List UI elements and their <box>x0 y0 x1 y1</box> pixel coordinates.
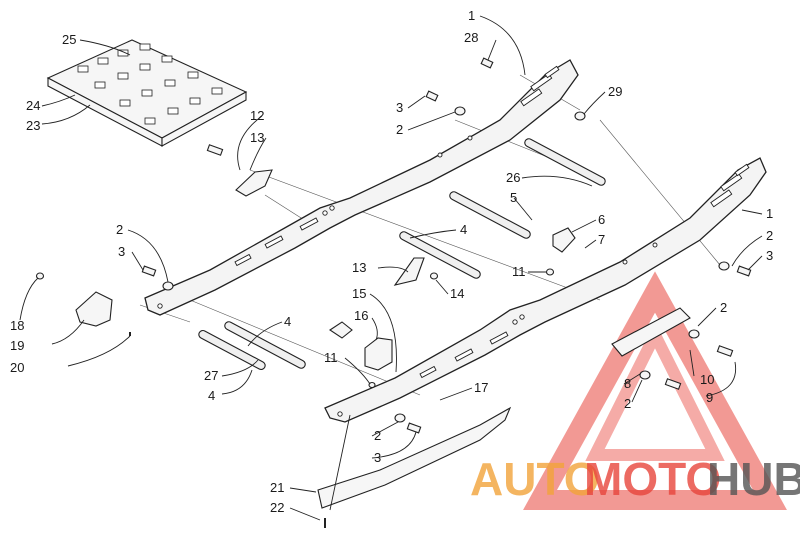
callout-11: 11 <box>512 264 526 279</box>
cross-shafts <box>198 138 606 371</box>
track-section <box>46 39 248 147</box>
callout-20: 20 <box>10 360 24 375</box>
callout-8: 8 <box>624 376 631 391</box>
callout-15: 15 <box>352 286 366 301</box>
callout-3: 3 <box>396 100 403 115</box>
callout-2: 2 <box>374 428 381 443</box>
callout-19: 19 <box>10 338 24 353</box>
callout-2: 2 <box>116 222 123 237</box>
callout-14: 14 <box>450 286 464 301</box>
callout-23: 23 <box>26 118 40 133</box>
watermark-hub: HUB <box>707 453 800 505</box>
callout-4: 4 <box>284 314 291 329</box>
callout-12: 12 <box>250 108 264 123</box>
callout-9: 9 <box>706 390 713 405</box>
callout-3: 3 <box>374 450 381 465</box>
callout-7: 7 <box>598 232 605 247</box>
callout-18: 18 <box>10 318 24 333</box>
callout-4: 4 <box>208 388 215 403</box>
callout-3: 3 <box>118 244 125 259</box>
watermark-moto: MOTO <box>584 453 721 505</box>
callout-13: 13 <box>352 260 366 275</box>
callout-1: 1 <box>468 8 475 23</box>
callout-24: 24 <box>26 98 40 113</box>
callout-5: 5 <box>510 190 517 205</box>
callout-1: 1 <box>766 206 773 221</box>
callout-22: 22 <box>270 500 284 515</box>
callout-3: 3 <box>766 248 773 263</box>
watermark-logo: AUTO MOTO HUB <box>470 271 800 510</box>
callout-27: 27 <box>204 368 218 383</box>
left-slide-rail <box>144 59 579 316</box>
callout-6: 6 <box>598 212 605 227</box>
callout-26: 26 <box>506 170 520 185</box>
right-slide-rail <box>324 157 767 423</box>
callout-2: 2 <box>396 122 403 137</box>
callout-11: 11 <box>324 350 338 365</box>
watermark-auto: AUTO <box>470 453 600 505</box>
callout-2: 2 <box>624 396 631 411</box>
callout-labels: 1 28 25 24 23 12 13 3 2 29 26 5 6 7 4 1 … <box>10 8 773 515</box>
callout-13: 13 <box>250 130 264 145</box>
callout-29: 29 <box>608 84 622 99</box>
leader-lines <box>19 15 763 521</box>
callout-2: 2 <box>766 228 773 243</box>
callout-4: 4 <box>460 222 467 237</box>
callout-17: 17 <box>474 380 488 395</box>
callout-25: 25 <box>62 32 76 47</box>
callout-10: 10 <box>700 372 714 387</box>
callout-2: 2 <box>720 300 727 315</box>
callout-16: 16 <box>354 308 368 323</box>
callout-28: 28 <box>464 30 478 45</box>
callout-21: 21 <box>270 480 284 495</box>
small-hardware <box>35 57 752 528</box>
